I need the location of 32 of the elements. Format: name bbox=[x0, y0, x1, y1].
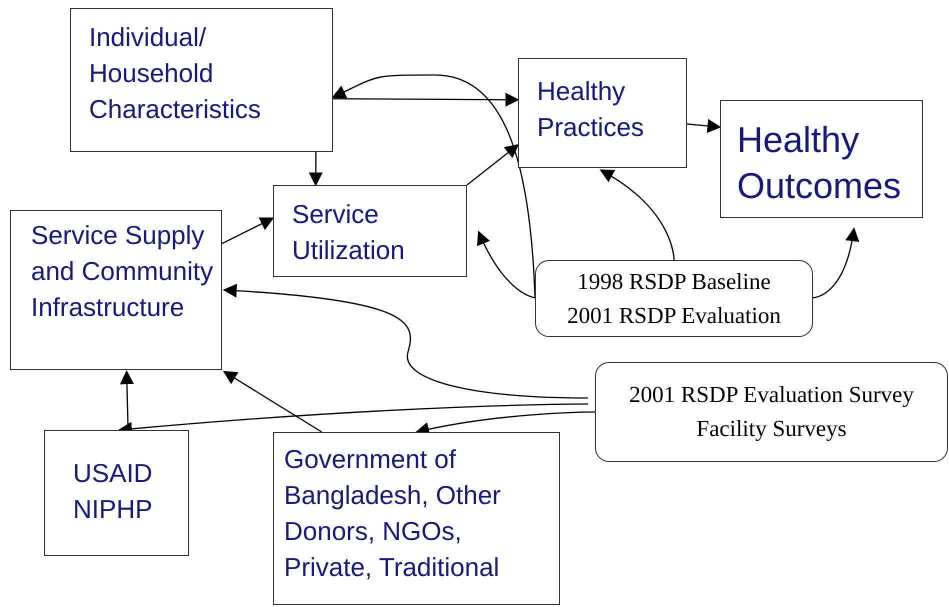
arrow bbox=[478, 230, 536, 298]
box-label: Healthy Practices bbox=[537, 75, 645, 144]
arrow bbox=[332, 74, 536, 298]
arrow bbox=[333, 92, 520, 107]
box-label: Individual/ Household Characteristics bbox=[89, 21, 262, 126]
arrow bbox=[308, 152, 323, 186]
arrow bbox=[222, 284, 588, 399]
concept-box bbox=[720, 100, 923, 218]
box-label: NIPHP bbox=[73, 493, 154, 526]
box-label: Government of Bangladesh, Other Donors, NGOs, Private, Traditional bbox=[284, 443, 502, 584]
concept-box bbox=[44, 430, 189, 556]
arrow bbox=[600, 169, 675, 260]
arrow bbox=[222, 370, 322, 433]
data-source-box bbox=[535, 260, 813, 337]
concept-box bbox=[518, 58, 687, 168]
concept-box bbox=[70, 8, 333, 152]
box-label: Service Supply and Community Infrastructure bbox=[31, 219, 214, 324]
concept-box bbox=[10, 210, 222, 370]
data-source-box bbox=[595, 362, 948, 462]
arrow bbox=[222, 218, 274, 244]
box-label: Facility Surveys bbox=[696, 415, 847, 443]
box-label: Healthy Outcomes bbox=[737, 118, 902, 208]
box-label: 1998 RSDP Baseline bbox=[577, 268, 771, 296]
box-label: Service Utilization bbox=[292, 198, 406, 267]
arrow bbox=[466, 144, 520, 186]
box-label: 2001 RSDP Evaluation Survey bbox=[629, 381, 914, 409]
concept-box bbox=[273, 432, 560, 605]
box-label: 2001 RSDP Evaluation bbox=[567, 302, 781, 330]
box-label: USAID bbox=[73, 457, 154, 490]
concept-box bbox=[273, 185, 467, 277]
arrow bbox=[812, 227, 859, 298]
arrow bbox=[686, 118, 722, 133]
